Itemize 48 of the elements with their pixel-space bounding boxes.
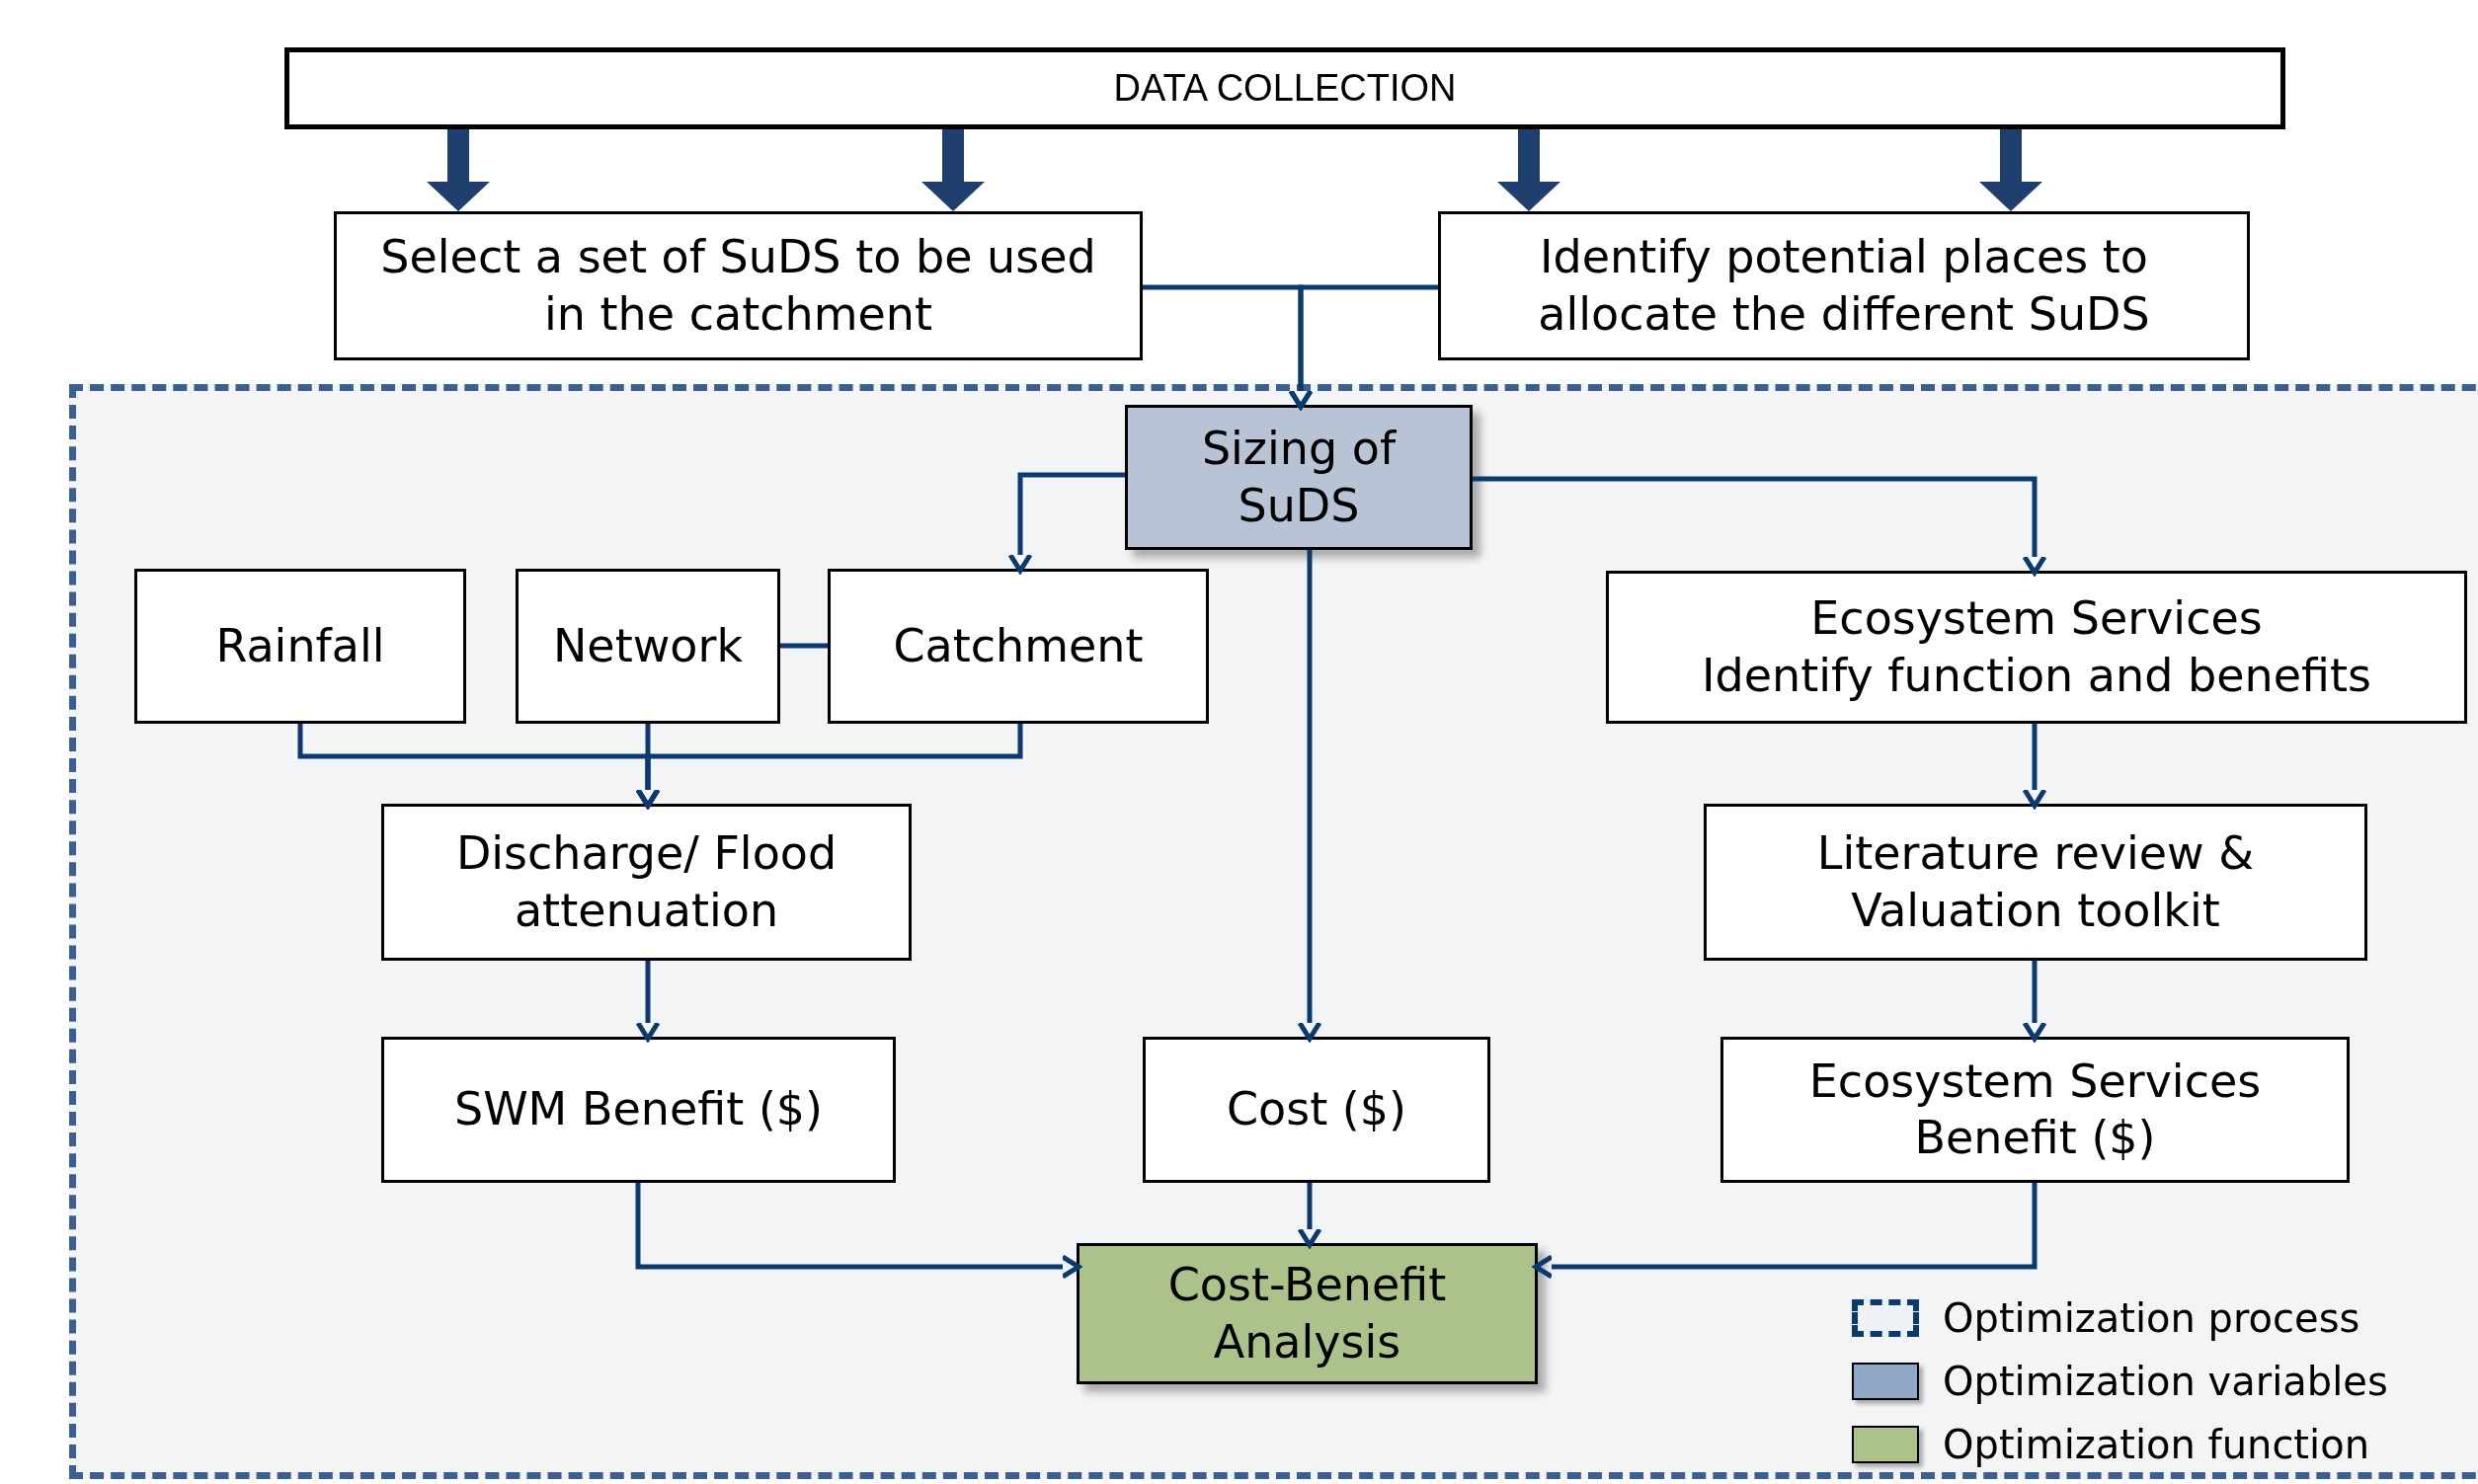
arrow bbox=[1007, 472, 1125, 574]
box-label: Catchment bbox=[893, 617, 1144, 674]
arrow bbox=[2022, 961, 2047, 1042]
process-box bbox=[1720, 1037, 2350, 1183]
arrow bbox=[1297, 1183, 1322, 1248]
process-box bbox=[516, 569, 780, 724]
dashed-region bbox=[69, 384, 2478, 1479]
legend-label: Optimization function bbox=[1943, 1421, 2369, 1469]
box-label: DATA COLLECTION bbox=[1113, 65, 1457, 111]
process-box bbox=[381, 1037, 896, 1183]
box-label: Cost-Benefit Analysis bbox=[1166, 1257, 1448, 1370]
process-box bbox=[1606, 571, 2467, 724]
process-box bbox=[1704, 804, 2367, 961]
arrow bbox=[1297, 550, 1322, 1042]
function-box bbox=[1077, 1243, 1538, 1384]
box-label: Identify function and benefits bbox=[1702, 647, 2371, 704]
process-box bbox=[1143, 1037, 1490, 1183]
box-label: Sizing of SuDS bbox=[1200, 421, 1398, 534]
arrow bbox=[635, 1183, 1081, 1280]
arrow bbox=[2022, 724, 2047, 809]
box-label: Identify potential places to allocate the different SuDS bbox=[1537, 229, 2151, 343]
legend-label: Optimization variables bbox=[1943, 1358, 2388, 1406]
box-label: Network bbox=[552, 617, 744, 674]
arrow bbox=[635, 961, 661, 1042]
box-label: Select a set of SuDS to be used in the catchment bbox=[379, 229, 1097, 343]
arrow bbox=[1473, 476, 2047, 576]
arrow bbox=[1288, 284, 1438, 410]
arrow bbox=[635, 724, 1023, 809]
arrow bbox=[1497, 129, 1560, 211]
box-label: Rainfall bbox=[215, 617, 385, 674]
box-label: Literature review & Valuation toolkit bbox=[1815, 825, 2256, 939]
box-label: Cost ($) bbox=[1226, 1081, 1406, 1138]
box-label: Ecosystem Services Benefit ($) bbox=[1807, 1053, 2263, 1166]
arrow bbox=[427, 129, 490, 211]
process-box bbox=[284, 47, 2285, 129]
arrow bbox=[1533, 1183, 2038, 1280]
process-box bbox=[381, 804, 912, 961]
arrow bbox=[921, 129, 985, 211]
box-label: Ecosystem Services bbox=[1810, 590, 2263, 647]
arrow bbox=[1979, 129, 2042, 211]
legend-label: Optimization process bbox=[1943, 1294, 2360, 1343]
process-box bbox=[134, 569, 466, 724]
process-box bbox=[1438, 211, 2250, 360]
box-label: Discharge/ Flood attenuation bbox=[454, 825, 839, 939]
box-label: SWM Benefit ($) bbox=[453, 1081, 824, 1138]
process-box bbox=[334, 211, 1143, 360]
process-box bbox=[828, 569, 1209, 724]
variable-box bbox=[1125, 405, 1473, 550]
